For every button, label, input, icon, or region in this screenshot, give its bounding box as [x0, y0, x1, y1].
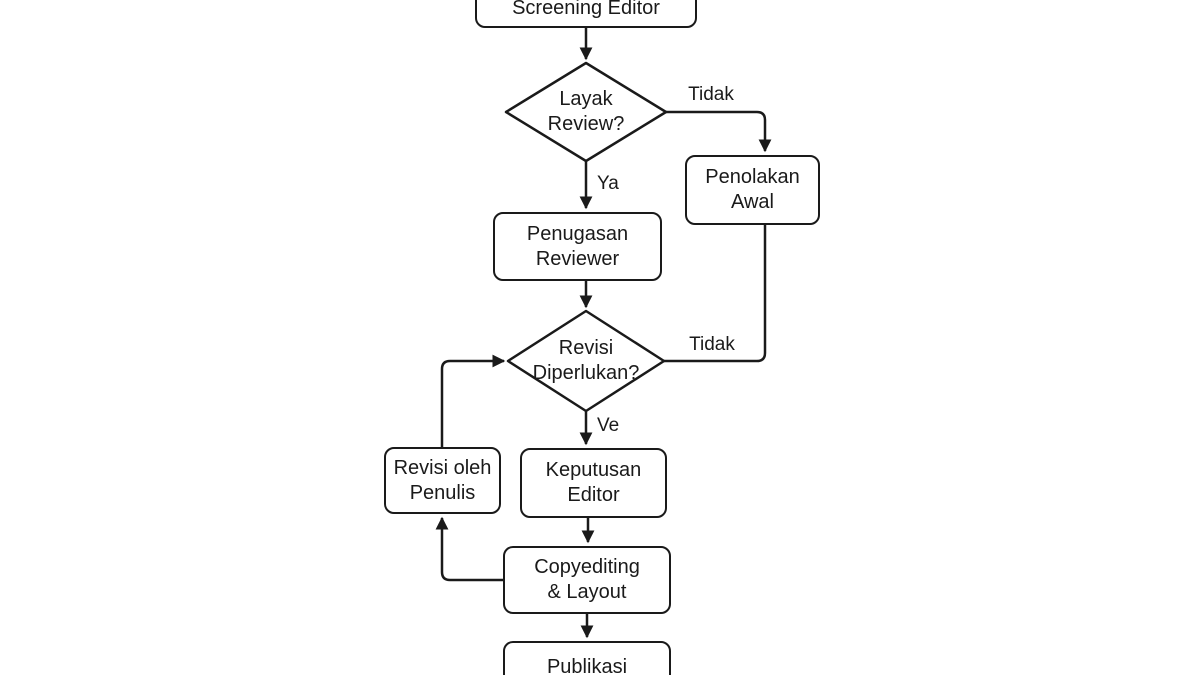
node-penolakan-awal: Penolakan Awal: [685, 155, 820, 225]
edge-layak-review-tidak-to-penolakan-awal: [666, 110, 772, 153]
node-keputusan-editor: Keputusan Editor: [520, 448, 667, 518]
node-screening-editor: Screening Editor: [475, 0, 697, 28]
decision-revisi-diperlukan-shape: [506, 309, 666, 413]
edge-label-revisi-tidak: Tidak: [689, 334, 735, 355]
decision-layak-review-label: Layak Review?: [547, 88, 625, 135]
node-copyediting-layout: Copyediting & Layout: [503, 546, 671, 614]
node-revisi-oleh-penulis: Revisi oleh Penulis: [384, 447, 501, 514]
edge-revisi-diperlukan-tidak-to-penolakan-awal: [663, 225, 767, 363]
edge-label-layak-ya: Ya: [597, 173, 619, 194]
edge-revisi-penulis-to-revisi-diperlukan: [440, 354, 506, 447]
decision-layak-review-shape: [504, 61, 668, 163]
edge-copyediting-to-revisi-penulis: [435, 516, 503, 582]
edge-label-revisi-ve: Ve: [597, 415, 620, 436]
node-publikasi: Publikasi: [503, 641, 671, 675]
edge-label-layak-tidak: Tidak: [688, 84, 734, 105]
decision-revisi-diperlukan-label: Revisi Diperlukan?: [532, 337, 640, 384]
node-penugasan-reviewer: Penugasan Reviewer: [493, 212, 662, 281]
